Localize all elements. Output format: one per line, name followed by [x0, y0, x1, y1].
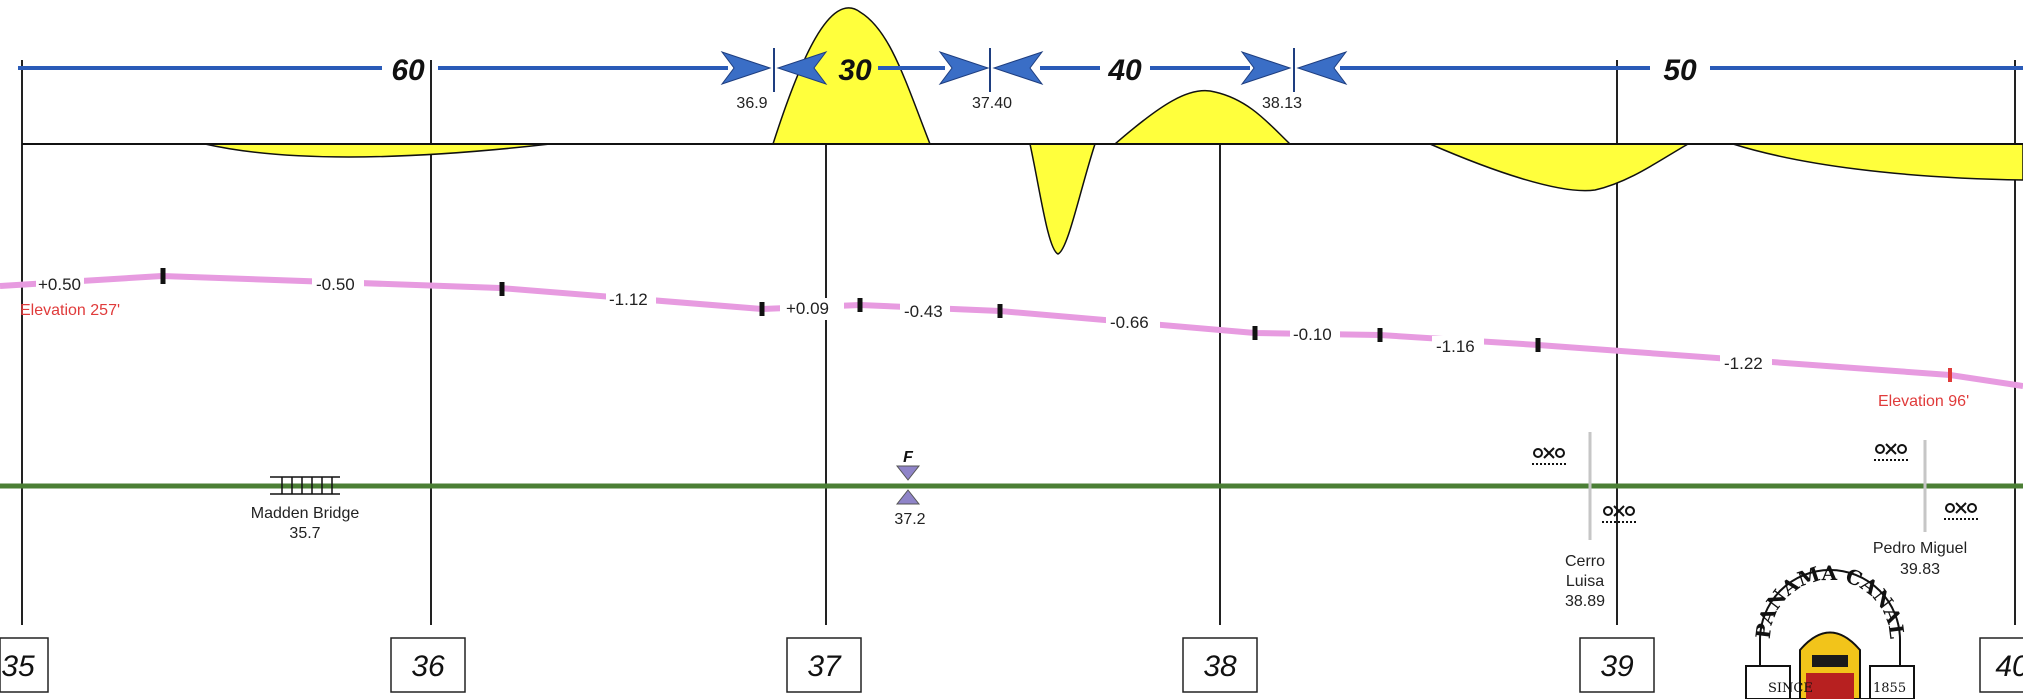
- curve-area: [1029, 143, 1097, 255]
- speed-limit-label: 40: [1107, 54, 1142, 87]
- zone-break-label: 37.40: [972, 95, 1012, 112]
- zone-break-label: 36.9: [736, 95, 767, 112]
- zone-arrow-left: [776, 51, 828, 85]
- curvature-diagram: [22, 7, 2023, 255]
- milepost-box: [1979, 637, 2023, 693]
- signal-letter: F: [903, 449, 914, 466]
- switch-icon: [1874, 443, 1908, 461]
- station-name: Luisa: [1566, 573, 1604, 590]
- madden-bridge: Madden Bridge 35.7: [251, 476, 360, 542]
- milepost-boxes: 35 36 37 38 39 40: [0, 637, 2023, 693]
- zone-arrow-left: [992, 51, 1044, 85]
- grade-label: -1.16: [1436, 337, 1475, 356]
- milepost-number: 35: [1, 650, 35, 683]
- curve-area: [1429, 143, 1691, 192]
- pedro-miguel: Pedro Miguel 39.83: [1873, 440, 1978, 578]
- grade-label: -1.12: [609, 290, 648, 309]
- milepost-number: 36: [411, 650, 445, 683]
- switch-icon: [1532, 447, 1566, 465]
- grade-label: +0.09: [786, 299, 829, 318]
- milepost-lines: [21, 40, 2016, 625]
- zone-arrow-right: [720, 51, 772, 85]
- milepost-box: [390, 637, 466, 693]
- curve-area: [1732, 143, 2023, 181]
- signal-milepost: 37.2: [894, 511, 925, 528]
- switch-icon: [1944, 502, 1978, 520]
- panama-canal-logo: PANAMA CANAL SINCE 1855: [1745, 561, 1915, 699]
- bridge-milepost: 35.7: [289, 525, 320, 542]
- grade-label: -0.66: [1110, 313, 1149, 332]
- grade-break-markers: [160, 268, 1541, 352]
- grade-profile: +0.50 -0.50 -1.12 +0.09 -0.43 -0.66 -0.1…: [0, 268, 2023, 410]
- zone-arrow-left: [1296, 51, 1348, 85]
- zone-arrow-right: [938, 51, 990, 85]
- milepost-number: 38: [1203, 650, 1237, 683]
- start-elevation-label: Elevation 257': [20, 302, 120, 319]
- grade-label: -0.10: [1293, 325, 1332, 344]
- zone-arrow-right: [1240, 51, 1292, 85]
- station-milepost: 39.83: [1900, 561, 1940, 578]
- signal-down-triangle-icon: [895, 465, 921, 481]
- milepost-box: [1579, 637, 1655, 693]
- switch-icon: [1602, 505, 1636, 523]
- milepost-number: 37: [807, 650, 842, 683]
- logo-year: 1855: [1873, 681, 1906, 696]
- station-milepost: 38.89: [1565, 593, 1605, 610]
- speed-zone-line: 60 30 40 50 36.9 37.40 38.13: [18, 48, 2023, 112]
- station-name: Pedro Miguel: [1873, 540, 1967, 557]
- speed-limit-label: 50: [1663, 54, 1697, 87]
- profile-line: [0, 273, 2023, 389]
- curve-area: [1112, 89, 1292, 145]
- milepost-number: 39: [1600, 650, 1634, 683]
- station-name: Cerro: [1565, 553, 1605, 570]
- curve-area: [204, 143, 551, 158]
- milepost-number: 40: [1995, 650, 2023, 683]
- milepost-box: [786, 637, 862, 693]
- end-elevation-label: Elevation 96': [1878, 393, 1969, 410]
- grade-label: -0.43: [904, 302, 943, 321]
- bridge-name: Madden Bridge: [251, 505, 360, 522]
- grade-label: -1.22: [1724, 354, 1763, 373]
- signal-up-triangle-icon: [895, 489, 921, 505]
- cerro-luisa: Cerro Luisa 38.89: [1532, 432, 1636, 610]
- speed-limit-label: 30: [838, 54, 872, 87]
- grade-label: +0.50: [38, 275, 81, 294]
- milepost-box: [1182, 637, 1258, 693]
- signal-f: F 37.2: [894, 449, 925, 528]
- bridge-icon: [270, 476, 340, 495]
- speed-limit-label: 60: [391, 54, 425, 87]
- milepost-box: [0, 637, 49, 693]
- grade-label: -0.50: [316, 275, 355, 294]
- zone-break-label: 38.13: [1262, 95, 1302, 112]
- logo-since: SINCE: [1768, 681, 1813, 696]
